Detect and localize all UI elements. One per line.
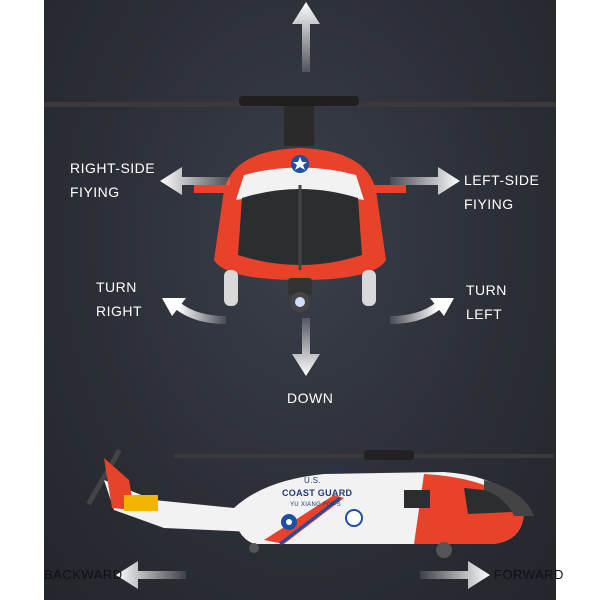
right-side-flying-label: RIGHT-SIDE FIYING bbox=[70, 156, 155, 204]
turn-right-label: TURN RIGHT bbox=[96, 275, 142, 323]
turn-left-line1: TURN bbox=[466, 282, 507, 298]
left-side-line2: FIYING bbox=[464, 196, 514, 212]
down-label: DOWN bbox=[287, 390, 334, 406]
right-side-line1: RIGHT-SIDE bbox=[70, 160, 156, 176]
forward-label: FORWARD bbox=[494, 567, 564, 582]
livery-tail-number: 6003 bbox=[329, 466, 346, 473]
helicopter-front-view bbox=[44, 80, 556, 320]
turn-right-line1: TURN bbox=[96, 279, 137, 295]
right-side-line2: FIYING bbox=[70, 184, 120, 200]
livery-coast-guard-text: COAST GUARD bbox=[282, 488, 353, 498]
turn-left-line2: LEFT bbox=[466, 306, 503, 322]
turn-right-line2: RIGHT bbox=[96, 303, 143, 319]
arrow-left-icon bbox=[116, 560, 186, 590]
livery-model-text: YU XIANG F09-S bbox=[290, 502, 341, 508]
arrow-up-icon bbox=[291, 2, 321, 72]
helicopter-side-view bbox=[84, 440, 554, 565]
curved-arrow-right-icon bbox=[390, 290, 460, 326]
curved-arrow-left-icon bbox=[156, 290, 226, 326]
arrow-right-icon bbox=[420, 560, 490, 590]
dark-background-panel: RIGHT-SIDE FIYING LEFT-SIDE bbox=[44, 0, 556, 600]
arrow-right-icon bbox=[390, 166, 460, 196]
backward-label: BACKWARD bbox=[44, 567, 123, 582]
left-side-flying-label: LEFT-SIDE FIYING bbox=[464, 168, 539, 216]
arrow-down-icon bbox=[291, 318, 321, 376]
arrow-left-icon bbox=[160, 166, 230, 196]
livery-us-text: U.S. bbox=[304, 476, 321, 485]
turn-left-label: TURN LEFT bbox=[466, 278, 507, 326]
left-side-line1: LEFT-SIDE bbox=[464, 172, 540, 188]
